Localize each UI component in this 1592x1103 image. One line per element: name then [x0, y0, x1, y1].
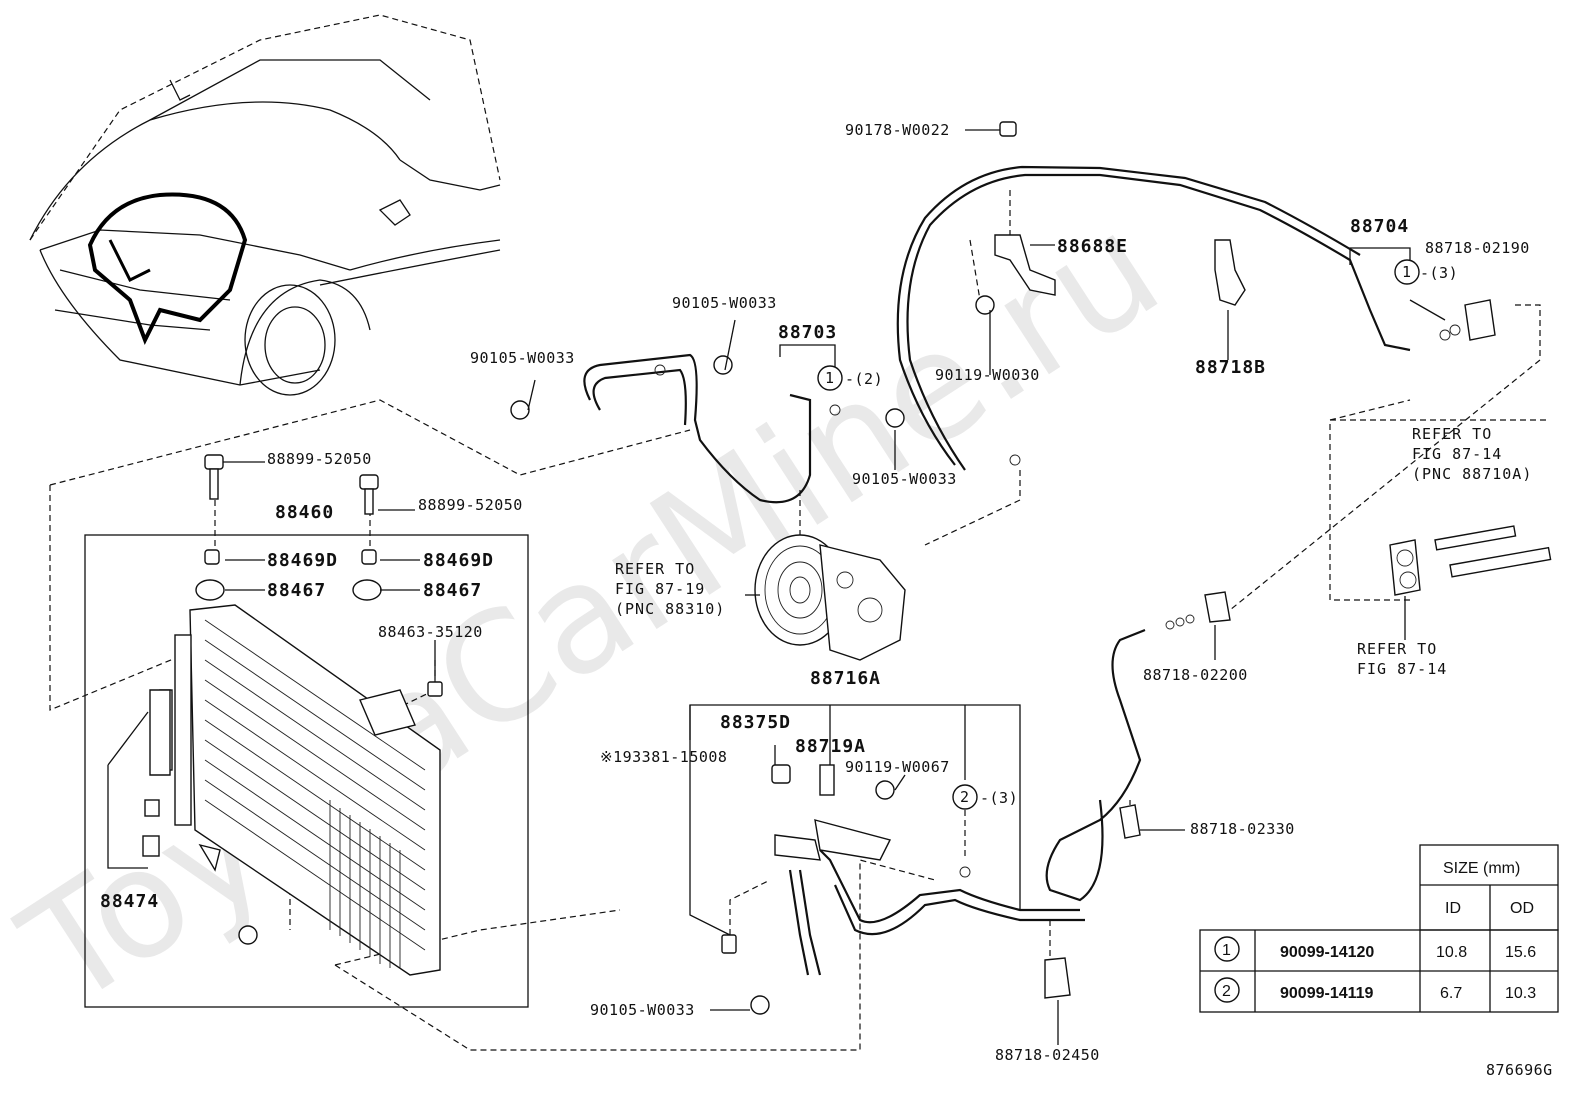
size-row-1-id: 10.8 [1436, 944, 1467, 961]
label-88718-02330: 88718-02330 [1190, 820, 1295, 838]
label-88899-52050-a: 88899-52050 [267, 450, 372, 468]
label-88375d: 88375D [720, 712, 791, 733]
size-row-2-mark: 2 [1222, 983, 1231, 1000]
label-90119-w0067: 90119-W0067 [845, 758, 950, 776]
label-88716a: 88716A [810, 668, 881, 689]
size-row-2-id: 6.7 [1440, 985, 1462, 1002]
group-bracket-88704 [1349, 247, 1411, 265]
label-88460: 88460 [275, 502, 334, 523]
size-row-1-od: 15.6 [1505, 944, 1536, 961]
label-callout-1-2: -(2) [845, 370, 883, 388]
watermark: ToyotaCarMine.ru [0, 181, 1189, 1041]
group-bracket-88703 [779, 344, 836, 375]
label-88718b: 88718B [1195, 357, 1266, 378]
refer-87-14a-line-1: REFER TO [1412, 425, 1492, 443]
label-88719a: 88719A [795, 736, 866, 757]
parts [142, 121, 1552, 1015]
label-90105-w0033-d: 90105-W0033 [590, 1001, 695, 1019]
label-88703: 88703 [778, 322, 837, 343]
label-90105-w0033-a: 90105-W0033 [672, 294, 777, 312]
refer-fig-87-14-top: REFER TO FIG 87-14 (PNC 88710A) [1412, 425, 1532, 483]
label-88469d-b: 88469D [423, 550, 494, 571]
bolts [142, 121, 1017, 1015]
size-row-2-od: 10.3 [1505, 985, 1536, 1002]
size-table: SIZE (mm) ID OD 1 90099-14120 10.8 15.6 … [1199, 844, 1559, 1013]
refer-fig-87-14-bottom: REFER TO FIG 87-14 [1357, 640, 1447, 678]
o-rings [654, 324, 1461, 878]
refer-87-14a-line-3: (PNC 88710A) [1412, 465, 1532, 483]
refer-87-14a-line-2: FIG 87-14 [1412, 445, 1502, 463]
label-88899-52050-b: 88899-52050 [418, 496, 523, 514]
size-table-col-id: ID [1445, 900, 1461, 917]
condenser [159, 604, 441, 976]
label-88718-02200: 88718-02200 [1143, 666, 1248, 684]
refer-fig-87-19: REFER TO FIG 87-19 (PNC 88310) [615, 560, 725, 618]
figure-id: 876696G [1486, 1061, 1553, 1079]
label-88469d-a: 88469D [267, 550, 338, 571]
label-88718-02450: 88718-02450 [995, 1046, 1100, 1064]
label-88467-b: 88467 [423, 580, 482, 601]
size-row-1-mark: 1 [1222, 942, 1231, 959]
leader-lines [223, 129, 1446, 1045]
brackets [149, 234, 1552, 999]
group-bracket-88474 [107, 711, 149, 869]
label-90105-w0033-b: 90105-W0033 [470, 349, 575, 367]
label-88474: 88474 [100, 891, 159, 912]
car-illustration [29, 14, 501, 396]
refer-87-14b-line-2: FIG 87-14 [1357, 660, 1447, 678]
group-bracket-88716a-drops [774, 705, 966, 780]
label-88718-02190: 88718-02190 [1425, 239, 1530, 257]
label-88704: 88704 [1350, 216, 1409, 237]
callout-2-bottom: 2 [960, 788, 970, 806]
label-88688e: 88688E [1057, 236, 1128, 257]
refer-87-19-line-2: FIG 87-19 [615, 580, 705, 598]
callout-1-top: 1 [1402, 263, 1412, 281]
hoses-and-pipes [583, 165, 1411, 976]
condenser-group-box [84, 534, 529, 1008]
label-callout-2-3: -(3) [980, 789, 1018, 807]
callout-circles [817, 259, 1420, 1003]
refer-87-14b-line-1: REFER TO [1357, 640, 1437, 658]
part-labels: 90178-W0022 88688E 88704 88718-02190 -(3… [100, 121, 1553, 1079]
label-90105-w0033-c: 90105-W0033 [852, 470, 957, 488]
label-88467-a: 88467 [267, 580, 326, 601]
label-88463-35120: 88463-35120 [378, 623, 483, 641]
callout-1-mid: 1 [825, 369, 835, 387]
label-193381-15008: ※193381-15008 [600, 748, 727, 766]
compressor [754, 534, 906, 661]
size-row-2-part: 90099-14119 [1280, 985, 1374, 1002]
group-bracket-88716a-left [689, 705, 731, 936]
refer-87-19-line-1: REFER TO [615, 560, 695, 578]
label-callout-1-3: -(3) [1420, 264, 1458, 282]
label-90119-w0030: 90119-W0030 [935, 366, 1040, 384]
size-table-col-od: OD [1510, 900, 1534, 917]
size-table-header: SIZE (mm) [1443, 860, 1520, 877]
size-row-1-part: 90099-14120 [1280, 944, 1374, 961]
refer-87-19-line-3: (PNC 88310) [615, 600, 725, 618]
label-90178-w0022: 90178-W0022 [845, 121, 950, 139]
